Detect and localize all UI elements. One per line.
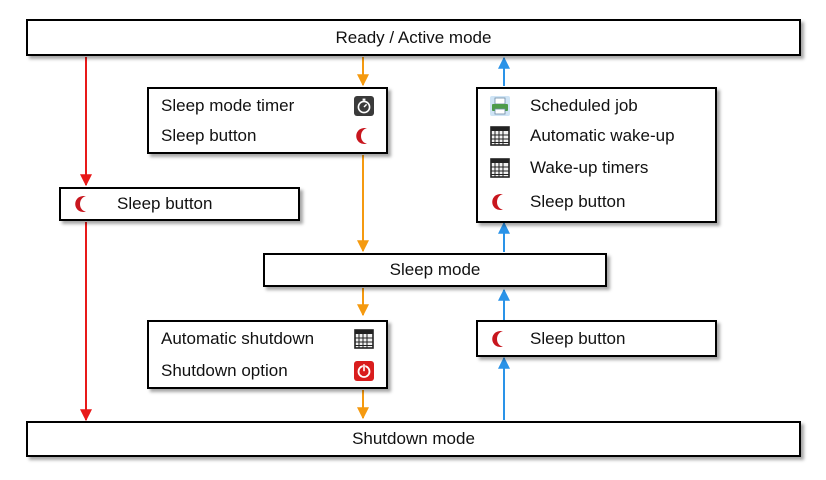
shutdown-trigger-label: Automatic shutdown — [161, 329, 315, 348]
calendar-icon — [490, 126, 510, 146]
sleep-triggers-box: Sleep mode timer Sleep button — [147, 87, 388, 154]
power-icon — [354, 361, 374, 381]
sleep-mode-label: Sleep mode — [389, 260, 481, 279]
sleep-trigger-sleep-button: Sleep button — [161, 124, 374, 148]
wake-trigger-label: Scheduled job — [530, 96, 638, 115]
calendar-icon — [490, 158, 510, 178]
ready-to-shutdown-sleep-button: Sleep button — [73, 192, 286, 216]
shutdown-trigger-shutdown-option: Shutdown option — [161, 359, 374, 383]
printer-icon — [490, 96, 510, 116]
sleep-trigger-sleep-mode-timer: Sleep mode timer — [161, 94, 374, 118]
wake-trigger-sleep-button: Sleep button — [490, 190, 703, 214]
shutdown-trigger-automatic-shutdown: Automatic shutdown — [161, 327, 374, 351]
ready-to-shutdown-sleep-button-box: Sleep button — [59, 187, 300, 221]
stopwatch-icon — [354, 96, 374, 116]
moon-icon — [354, 126, 374, 146]
moon-icon — [490, 329, 510, 349]
wake-trigger-label: Sleep button — [530, 192, 626, 211]
wake-trigger-scheduled-job: Scheduled job — [490, 94, 703, 118]
ready-active-mode-node: Ready / Active mode — [26, 19, 801, 56]
sleep-trigger-label: Sleep button — [161, 126, 257, 145]
shutdown-triggers-box: Automatic shutdown Shutdown option — [147, 320, 388, 389]
shutdown-to-sleep-sleep-button-box: Sleep button — [476, 320, 717, 357]
sleep-button-label: Sleep button — [117, 194, 213, 213]
wake-trigger-label: Automatic wake-up — [530, 126, 675, 145]
moon-icon — [73, 194, 93, 214]
wake-trigger-label: Wake-up timers — [530, 158, 649, 177]
shutdown-mode-node: Shutdown mode — [26, 421, 801, 457]
wake-trigger-wake-up-timers: Wake-up timers — [490, 156, 703, 180]
shutdown-mode-label: Shutdown mode — [352, 429, 475, 448]
wake-triggers-box: Scheduled job Automatic wake-up Wake-up … — [476, 87, 717, 223]
calendar-icon — [354, 329, 374, 349]
moon-icon — [490, 192, 510, 212]
ready-active-mode-label: Ready / Active mode — [335, 27, 492, 47]
sleep-trigger-label: Sleep mode timer — [161, 96, 295, 115]
sleep-button-label: Sleep button — [530, 329, 626, 348]
shutdown-trigger-label: Shutdown option — [161, 361, 288, 380]
shutdown-to-sleep-sleep-button: Sleep button — [490, 327, 703, 351]
wake-trigger-automatic-wake-up: Automatic wake-up — [490, 124, 703, 148]
sleep-mode-node: Sleep mode — [263, 253, 607, 287]
